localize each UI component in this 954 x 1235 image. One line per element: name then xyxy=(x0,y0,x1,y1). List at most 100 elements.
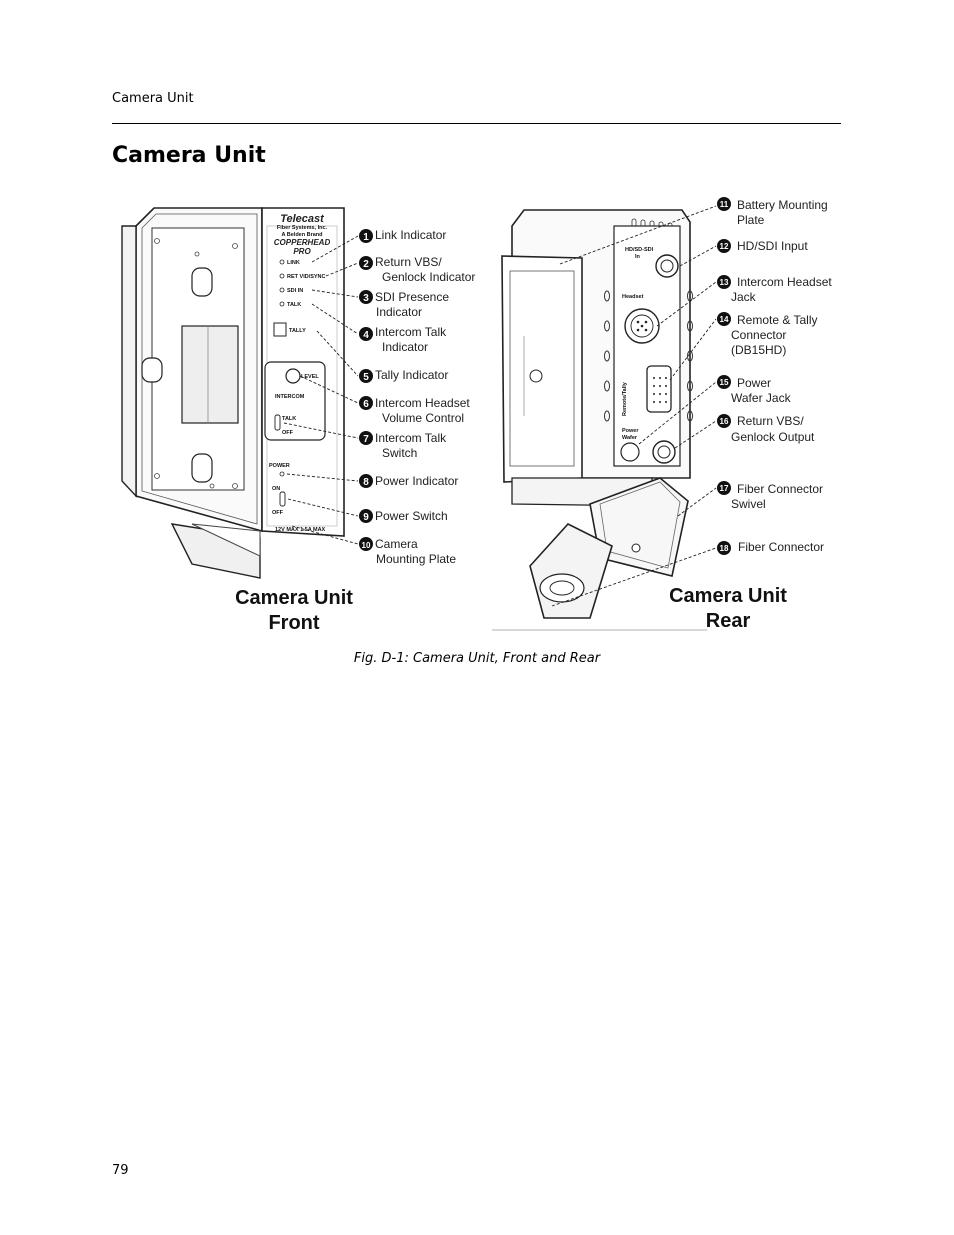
svg-text:Switch: Switch xyxy=(382,446,417,460)
svg-text:Return VBS/: Return VBS/ xyxy=(737,414,804,428)
rear-label-line2: Rear xyxy=(706,610,751,632)
callout-1: 1 Link Indicator xyxy=(359,228,446,243)
front-brand-sub: Fiber Systems, Inc. xyxy=(277,225,328,231)
front-power: POWER xyxy=(269,463,290,469)
callout-16: 16 Return VBS/ Genlock Output xyxy=(717,414,815,444)
front-talk: TALK xyxy=(282,416,296,422)
front-intercom: INTERCOM xyxy=(275,394,305,400)
rear-headset: Headset xyxy=(622,294,644,300)
svg-text:Remote & Tally: Remote & Tally xyxy=(737,313,817,327)
page-number: 79 xyxy=(112,1163,129,1178)
svg-text:12: 12 xyxy=(720,242,729,251)
svg-text:Genlock Indicator: Genlock Indicator xyxy=(382,270,475,284)
svg-text:Fiber Connector: Fiber Connector xyxy=(737,482,823,496)
front-brand-sub2: A Belden Brand xyxy=(281,232,322,238)
front-ind-talk: TALK xyxy=(287,302,301,308)
svg-text:HD/SDI Input: HD/SDI Input xyxy=(737,239,808,253)
front-tally: TALLY xyxy=(289,328,306,334)
svg-text:Swivel: Swivel xyxy=(731,497,766,511)
svg-text:5: 5 xyxy=(363,372,369,383)
svg-text:Return VBS/: Return VBS/ xyxy=(375,255,442,269)
callout-3: 3 SDI Presence Indicator xyxy=(359,290,449,319)
callout-5: 5 Tally Indicator xyxy=(359,368,448,383)
callout-10: 10 Camera Mounting Plate xyxy=(359,537,456,566)
callout-2: 2 Return VBS/ Genlock Indicator xyxy=(359,255,475,284)
svg-text:Intercom Talk: Intercom Talk xyxy=(375,325,447,339)
svg-text:Plate: Plate xyxy=(737,213,765,227)
svg-text:8: 8 xyxy=(363,477,369,488)
front-brand: Telecast xyxy=(280,213,325,225)
rear-unit: HD/SD-SDI In Headset Remote/Tally Power … xyxy=(492,209,707,631)
svg-text:6: 6 xyxy=(363,399,369,410)
callout-6: 6 Intercom Headset Volume Control xyxy=(359,396,470,425)
svg-text:11: 11 xyxy=(720,200,729,209)
svg-text:(DB15HD): (DB15HD) xyxy=(731,343,786,357)
rear-callouts: 11 Battery Mounting Plate 12 HD/SDI Inpu… xyxy=(717,197,832,555)
svg-text:Jack: Jack xyxy=(731,290,757,304)
figure-camera-unit: Telecast Fiber Systems, Inc. A Belden Br… xyxy=(112,186,842,636)
svg-text:2: 2 xyxy=(363,259,369,270)
svg-text:Intercom Headset: Intercom Headset xyxy=(375,396,470,410)
svg-text:Intercom Headset: Intercom Headset xyxy=(737,275,832,289)
svg-text:17: 17 xyxy=(720,484,729,493)
svg-text:18: 18 xyxy=(720,544,729,553)
callout-12: 12 HD/SDI Input xyxy=(717,239,808,253)
front-label-line2: Front xyxy=(268,612,319,634)
svg-text:Genlock Output: Genlock Output xyxy=(731,430,815,444)
callout-17: 17 Fiber Connector Swivel xyxy=(717,481,823,511)
svg-text:Fiber Connector: Fiber Connector xyxy=(738,540,824,554)
svg-text:Power Indicator: Power Indicator xyxy=(375,474,458,488)
front-model2: PRO xyxy=(293,247,311,256)
svg-text:SDI Presence: SDI Presence xyxy=(375,290,449,304)
rear-label-line1: Camera Unit xyxy=(669,585,787,607)
page-title: Camera Unit xyxy=(112,143,266,168)
svg-text:Battery Mounting: Battery Mounting xyxy=(737,198,828,212)
callout-7: 7 Intercom Talk Switch xyxy=(359,431,447,460)
callout-15: 15 Power Wafer Jack xyxy=(717,375,792,405)
svg-text:Power Switch: Power Switch xyxy=(375,509,448,523)
running-header: Camera Unit xyxy=(112,91,194,106)
svg-text:1: 1 xyxy=(363,232,369,243)
callout-4: 4 Intercom Talk Indicator xyxy=(359,325,447,354)
front-ind-sdi: SDI IN xyxy=(287,288,303,294)
svg-text:14: 14 xyxy=(720,315,729,324)
svg-text:Indicator: Indicator xyxy=(376,305,422,319)
svg-text:Volume Control: Volume Control xyxy=(382,411,464,425)
callout-9: 9 Power Switch xyxy=(359,509,448,523)
svg-text:7: 7 xyxy=(363,434,369,445)
svg-text:16: 16 xyxy=(720,417,729,426)
svg-text:15: 15 xyxy=(720,378,729,387)
svg-text:Intercom Talk: Intercom Talk xyxy=(375,431,447,445)
rear-hdsdi: HD/SD-SDI xyxy=(625,247,654,253)
callout-13: 13 Intercom Headset Jack xyxy=(717,275,832,304)
svg-text:3: 3 xyxy=(363,293,369,304)
front-callouts: 1 Link Indicator 2 Return VBS/ Genlock I… xyxy=(359,228,475,566)
svg-text:Mounting Plate: Mounting Plate xyxy=(376,552,456,566)
svg-text:Camera: Camera xyxy=(375,537,418,551)
front-voltage: 12V MAX 1.5A MAX xyxy=(275,527,326,533)
front-off2: OFF xyxy=(272,510,284,516)
front-level: LEVEL xyxy=(301,374,319,380)
front-model1: COPPERHEAD xyxy=(274,238,331,247)
svg-text:9: 9 xyxy=(363,512,369,523)
svg-text:Tally Indicator: Tally Indicator xyxy=(375,368,448,382)
svg-text:10: 10 xyxy=(362,541,371,550)
rear-in: In xyxy=(635,254,641,260)
front-ind-link: LINK xyxy=(287,260,300,266)
svg-text:Connector: Connector xyxy=(731,328,786,342)
header-rule xyxy=(112,123,841,124)
front-ind-ret: RET VID/SYNC xyxy=(287,274,326,280)
svg-text:13: 13 xyxy=(720,278,729,287)
callout-11: 11 Battery Mounting Plate xyxy=(717,197,828,227)
front-off: OFF xyxy=(282,430,294,436)
svg-text:Link Indicator: Link Indicator xyxy=(375,228,446,242)
rear-power: Power xyxy=(622,428,639,434)
callout-8: 8 Power Indicator xyxy=(359,474,458,488)
figure-caption: Fig. D-1: Camera Unit, Front and Rear xyxy=(353,651,601,666)
front-label-line1: Camera Unit xyxy=(235,587,353,609)
rear-remote-tally: Remote/Tally xyxy=(622,381,628,416)
camera-unit-illustration: Telecast Fiber Systems, Inc. A Belden Br… xyxy=(121,197,832,634)
svg-text:4: 4 xyxy=(363,330,369,341)
callout-18: 18 Fiber Connector xyxy=(717,540,824,555)
front-on: ON xyxy=(272,486,280,492)
